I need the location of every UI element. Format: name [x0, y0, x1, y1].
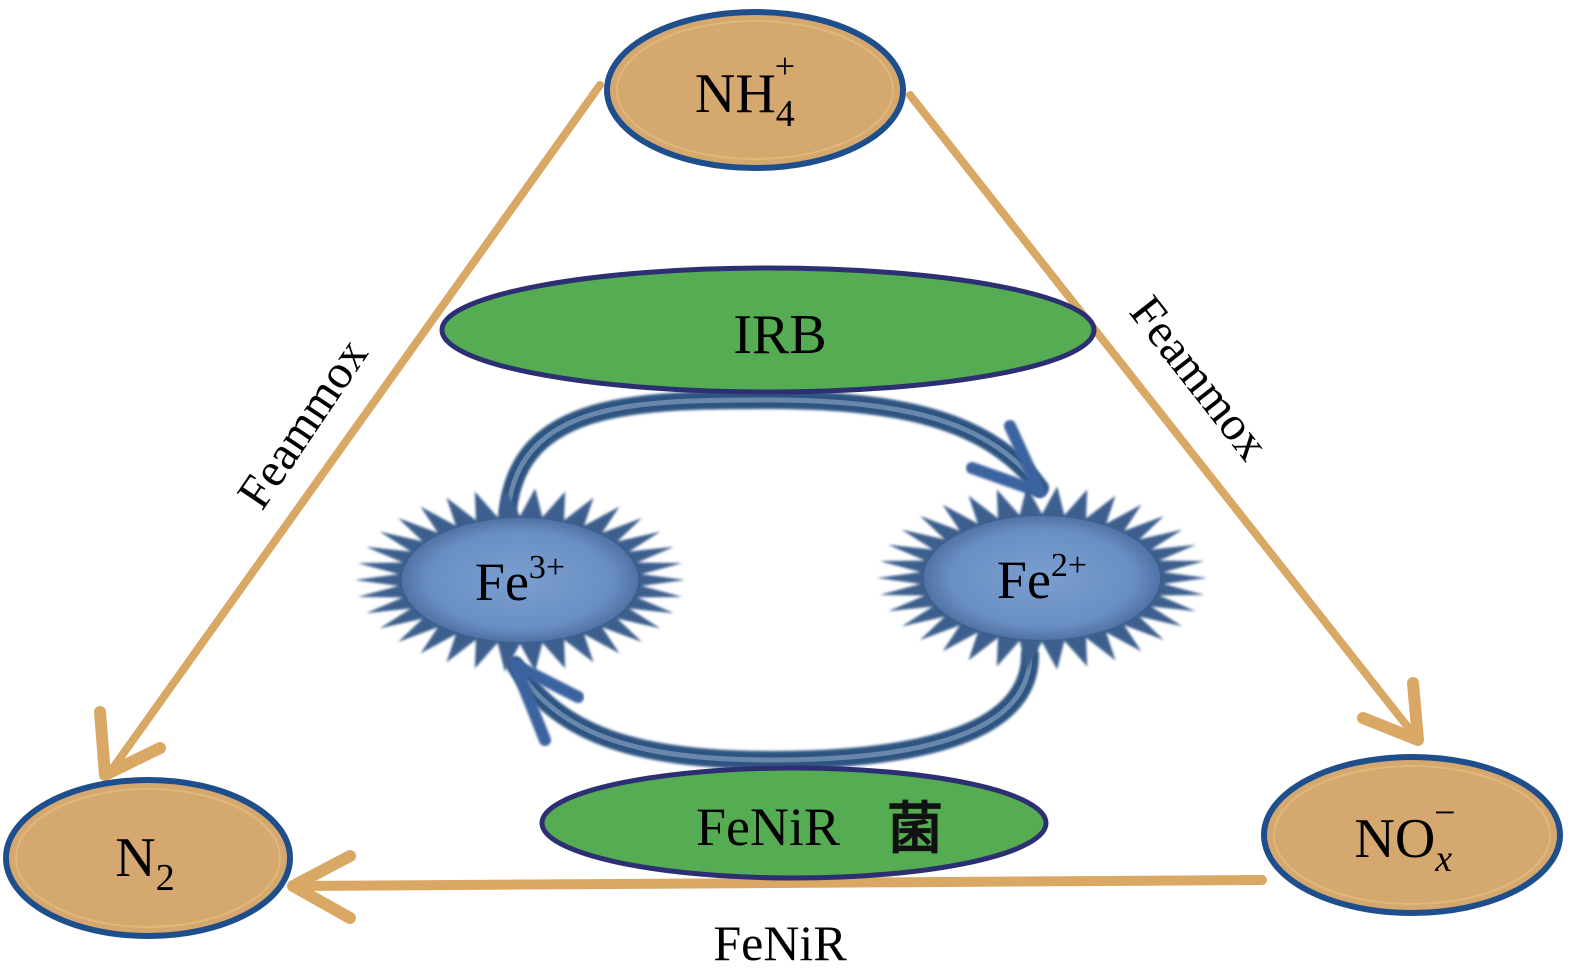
- ferric-charge: 3+: [529, 549, 565, 586]
- node-ferrous-iron: Fe2+: [877, 486, 1207, 670]
- cycle-arrowhead-top-icon: [966, 420, 1046, 498]
- edge-left-feammox: [94, 81, 604, 781]
- node-fenir-bacteria: FeNiR 菌: [539, 765, 1049, 881]
- nitrogen-base: N: [115, 827, 155, 889]
- irb-label: IRB: [733, 304, 826, 366]
- cycle-arrowhead-bottom-icon: [509, 659, 584, 746]
- edge-right-feammox: [906, 91, 1424, 746]
- ammonium-base: NH: [695, 63, 776, 125]
- node-nitrogen-gas: N2: [3, 777, 293, 939]
- edge-label-bottom: FeNiR: [713, 915, 847, 971]
- node-nitrogen-oxides: NOx−: [1261, 754, 1563, 916]
- ferrous-charge: 2+: [1051, 547, 1087, 584]
- ferric-base: Fe: [475, 552, 529, 612]
- arrowhead-bottom-icon: [287, 850, 356, 924]
- svg-text:NH4+: NH4 +: [695, 46, 795, 135]
- ammonium-charge: +: [775, 46, 795, 86]
- cycle-arrow-bottom: [506, 646, 1039, 770]
- node-irb: IRB: [439, 265, 1097, 395]
- ammonium-subscript: 4: [776, 93, 795, 135]
- fenir-bacteria-label: FeNiR: [696, 797, 840, 857]
- svg-text:Fe2+: Fe2+: [997, 547, 1087, 610]
- iron-cycle: [499, 390, 1049, 770]
- nitrogen-oxides-base: NO: [1354, 808, 1435, 870]
- nitrogen-oxides-charge: −: [1434, 792, 1455, 834]
- nitrogen-oxides-subscript: x: [1434, 838, 1452, 880]
- svg-text:N2: N2: [115, 827, 174, 899]
- nitrogen-subscript: 2: [156, 857, 175, 899]
- edge-bottom-fenir: [287, 850, 1267, 924]
- svg-text:Fe3+: Fe3+: [475, 549, 565, 612]
- node-ferric-iron: Fe3+: [355, 488, 685, 672]
- arrowhead-right-icon: [1357, 677, 1424, 746]
- svg-text:NOx−: NOx−: [1354, 792, 1455, 880]
- node-ammonium: NH4 +: [604, 9, 906, 171]
- ferrous-base: Fe: [997, 550, 1051, 610]
- edge-label-right: Feammox: [1119, 286, 1279, 470]
- arrowhead-left-icon: [94, 706, 166, 781]
- bacteria-character: 菌: [887, 797, 943, 862]
